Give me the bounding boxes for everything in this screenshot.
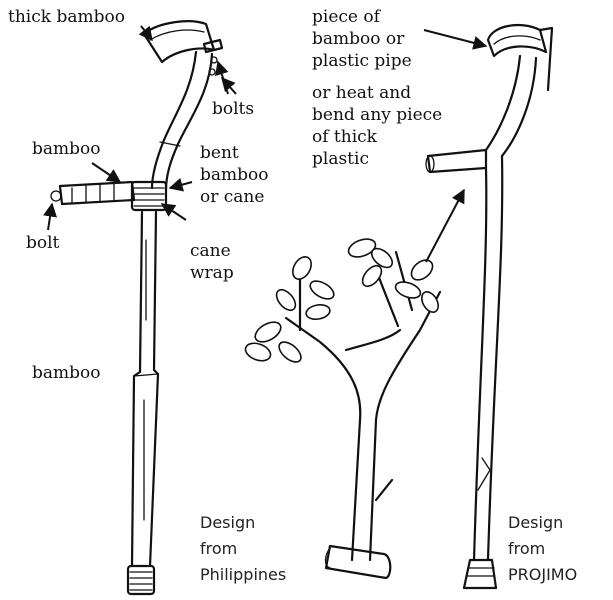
caption-left-line-1: Design	[200, 512, 255, 534]
label-bamboo-top: bamboo	[32, 138, 101, 160]
caption-right-line-2: from	[508, 538, 545, 560]
label-piece-line-3: plastic pipe	[312, 50, 412, 72]
label-bent-line-3: or cane	[200, 186, 264, 208]
label-bamboo-mid: bamboo	[32, 362, 101, 384]
label-bent-line-2: bamboo	[200, 164, 269, 186]
label-piece-line-5: bend any piece	[312, 104, 442, 126]
tree-branch	[243, 236, 442, 578]
label-arrows	[48, 26, 486, 262]
label-cane-wrap-line-2: wrap	[190, 262, 234, 284]
caption-right-line-3: PROJIMO	[508, 564, 577, 586]
label-cane-wrap-line-1: cane	[190, 240, 231, 262]
label-bolts: bolts	[212, 98, 254, 120]
label-piece-line-1: piece of	[312, 6, 380, 28]
label-bent-line-1: bent	[200, 142, 239, 164]
caption-left-line-2: from	[200, 538, 237, 560]
projimo-crutch	[426, 25, 552, 588]
caption-right-line-1: Design	[508, 512, 563, 534]
philippines-crutch	[51, 21, 222, 594]
label-piece-line-2: bamboo or	[312, 28, 404, 50]
label-bolt: bolt	[26, 232, 59, 254]
label-piece-line-6: of thick	[312, 126, 377, 148]
label-piece-line-7: plastic	[312, 148, 369, 170]
label-thick-bamboo: thick bamboo	[8, 6, 125, 28]
caption-left-line-3: Philippines	[200, 564, 286, 586]
label-piece-line-4: or heat and	[312, 82, 411, 104]
